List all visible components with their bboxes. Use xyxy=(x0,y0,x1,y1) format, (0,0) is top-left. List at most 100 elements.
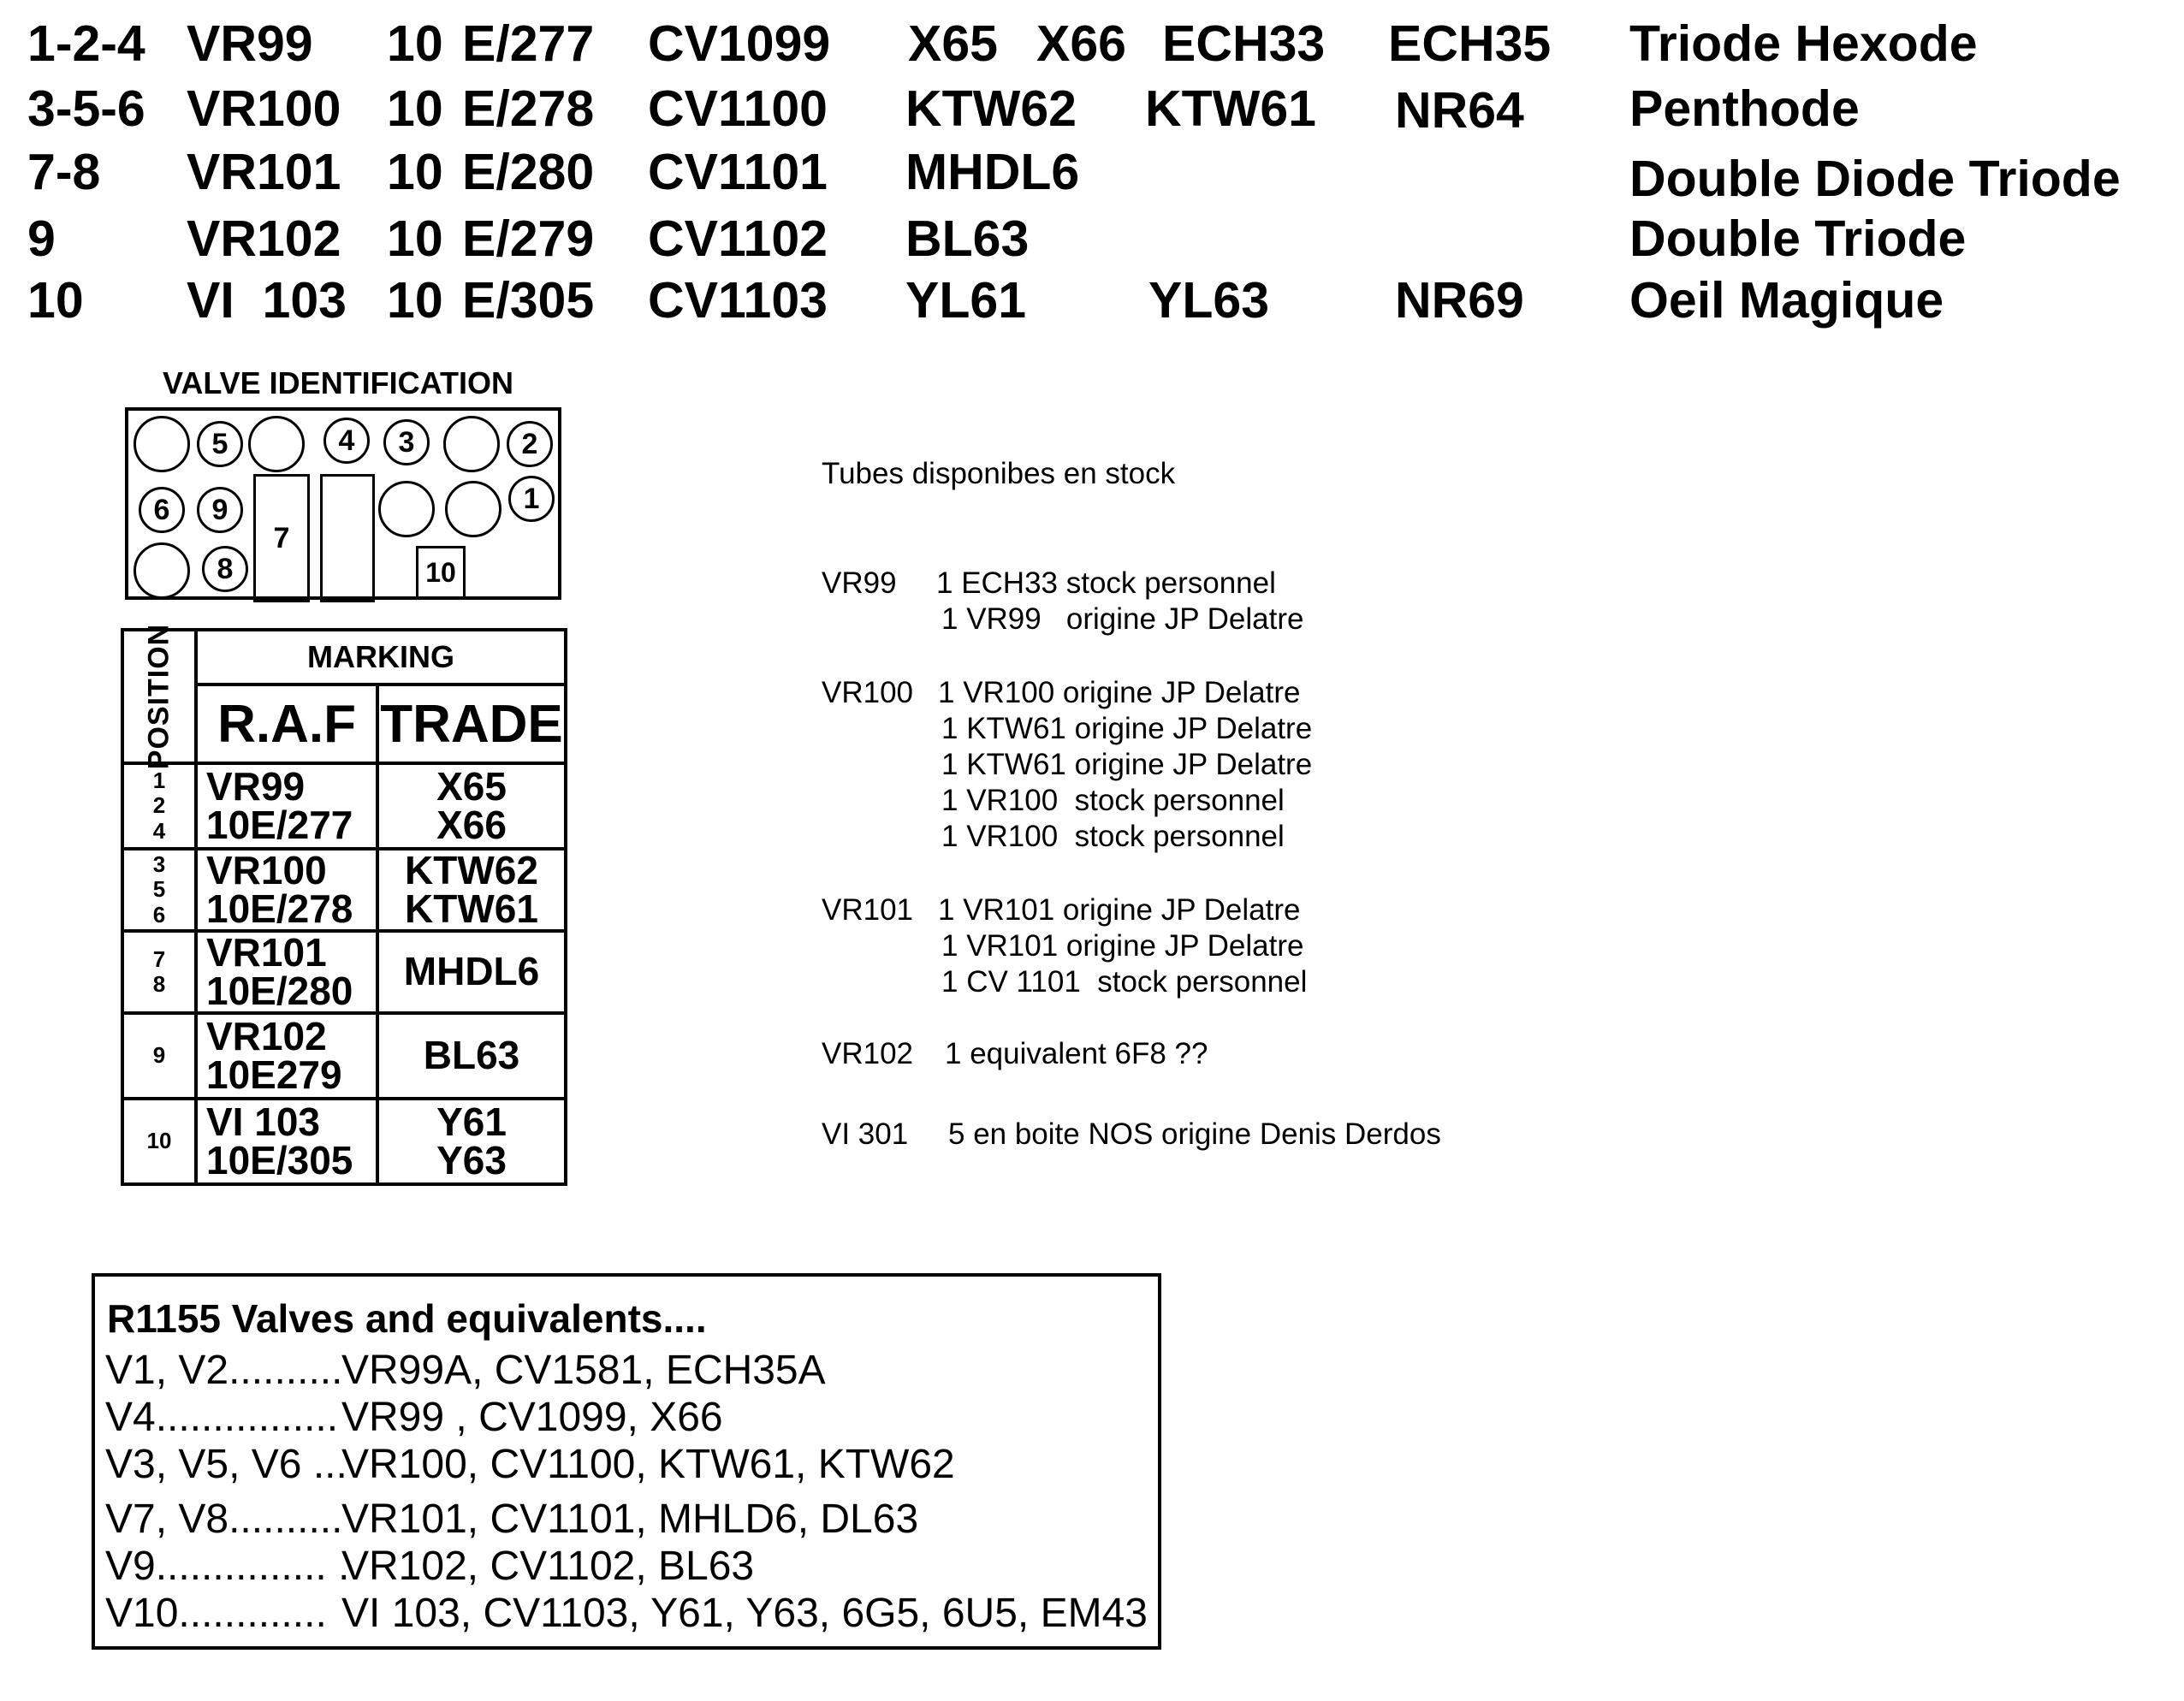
table-row: 1 2 4 VR99 10E/277 X65 X66 xyxy=(121,762,568,850)
stock-line: 1 ECH33 stock personnel xyxy=(936,566,1276,600)
eq-cv: CV1103 xyxy=(648,272,828,329)
valve-socket-empty xyxy=(320,474,375,602)
eq-trade: KTW61 xyxy=(1145,80,1316,137)
valve-socket-4: 4 xyxy=(323,418,370,464)
eq-trade: YL61 xyxy=(905,272,1027,329)
r1155-valves: V10............. xyxy=(105,1591,327,1636)
valve-socket-5: 5 xyxy=(197,421,243,467)
eq-cv: CV1102 xyxy=(648,210,828,267)
r1155-valves: V9............... . xyxy=(105,1544,350,1589)
valve-socket-8: 8 xyxy=(202,546,248,592)
eq-cv: CV1099 xyxy=(648,15,831,72)
raf-cell: VR99 10E/277 xyxy=(194,762,379,850)
r1155-title: R1155 Valves and equivalents.... xyxy=(107,1296,707,1341)
marking-table: POSITION MARKING R.A.F TRADE 1 2 4 VR99 … xyxy=(121,624,568,1186)
table-row: 10 VI 103 10E/305 Y61 Y63 xyxy=(121,1097,568,1186)
valve-socket-9: 9 xyxy=(197,487,243,533)
r1155-valves: V7, V8.......... xyxy=(105,1497,343,1542)
valve-socket-empty xyxy=(443,416,500,472)
eq-vr: VR99 xyxy=(187,15,313,72)
raf-cell: VR101 10E/280 xyxy=(194,929,379,1015)
trade-cell: Y61 Y63 xyxy=(375,1097,568,1186)
eq-vr: VR102 xyxy=(187,210,341,267)
stock-line: 1 VR101 origine JP Delatre xyxy=(938,893,1301,927)
eq-e: E/280 xyxy=(462,144,595,200)
valve-socket-6: 6 xyxy=(139,487,185,533)
trade-cell: X65 X66 xyxy=(375,762,568,850)
eq-type: Oeil Magique xyxy=(1629,272,1944,329)
stock-line: 1 VR99 origine JP Delatre xyxy=(941,602,1304,636)
eq-ten: 10 xyxy=(387,80,443,137)
eq-trade: ECH35 xyxy=(1388,15,1552,72)
eq-e: E/277 xyxy=(462,15,595,72)
stock-title: Tubes disponibes en stock xyxy=(822,457,1176,490)
r1155-equivalents: VR99 , CV1099, X66 xyxy=(341,1395,723,1440)
r1155-equivalents-box: R1155 Valves and equivalents.... V1, V2.… xyxy=(92,1273,1161,1650)
trade-cell: MHDL6 xyxy=(375,929,568,1015)
eq-e: E/305 xyxy=(462,272,595,329)
eq-vr: VI 103 xyxy=(187,272,347,329)
position-header: POSITION xyxy=(121,624,198,769)
table-row: 9 VR102 10E279 BL63 xyxy=(121,1011,568,1100)
eq-ten: 10 xyxy=(387,144,443,200)
eq-trade: NR64 xyxy=(1395,82,1524,139)
valve-layout-diagram: 5 4 3 2 6 9 1 8 7 10 xyxy=(125,407,561,602)
trade-cell: KTW62 KTW61 xyxy=(375,847,568,933)
r1155-equivalents: VR101, CV1101, MHLD6, DL63 xyxy=(341,1497,919,1542)
position-cell: 9 xyxy=(121,1011,198,1100)
raf-header: R.A.F xyxy=(194,683,379,765)
eq-vr: VR100 xyxy=(187,80,341,137)
eq-type: Triode Hexode xyxy=(1629,15,1978,72)
position-cell: 1 2 4 xyxy=(121,762,198,850)
stock-line: 1 VR100 origine JP Delatre xyxy=(938,676,1301,709)
valve-socket-empty xyxy=(134,416,190,472)
position-cell: 10 xyxy=(121,1097,198,1186)
stock-group-label: VR102 xyxy=(822,1037,914,1070)
valve-socket-2: 2 xyxy=(507,421,553,467)
stock-group-label: VI 301 xyxy=(822,1117,909,1151)
stock-line: 1 KTW61 origine JP Delatre xyxy=(941,712,1313,745)
eq-position: 1-2-4 xyxy=(27,15,145,72)
eq-e: E/279 xyxy=(462,210,595,267)
position-cell: 7 8 xyxy=(121,929,198,1015)
eq-trade: MHDL6 xyxy=(905,144,1080,200)
valve-socket-10: 10 xyxy=(416,546,466,599)
stock-line: 1 KTW61 origine JP Delatre xyxy=(941,748,1313,781)
valve-socket-empty xyxy=(248,416,305,472)
table-row: 7 8 VR101 10E/280 MHDL6 xyxy=(121,929,568,1015)
r1155-equivalents: VI 103, CV1103, Y61, Y63, 6G5, 6U5, EM43 xyxy=(341,1591,1148,1636)
trade-header: TRADE xyxy=(375,683,568,765)
stock-line: 1 VR101 origine JP Delatre xyxy=(941,929,1304,963)
eq-position: 7-8 xyxy=(27,144,101,200)
stock-group-label: VR101 xyxy=(822,893,914,927)
stock-line: 1 VR100 stock personnel xyxy=(941,820,1285,853)
eq-trade: KTW62 xyxy=(905,80,1077,137)
table-row: 3 5 6 VR100 10E/278 KTW62 KTW61 xyxy=(121,847,568,933)
eq-vr: VR101 xyxy=(187,144,341,200)
stock-line: 1 CV 1101 stock personnel xyxy=(941,965,1308,999)
eq-position: 10 xyxy=(27,272,84,329)
r1155-valves: V4................ xyxy=(105,1395,339,1440)
valve-identification-title: VALVE IDENTIFICATION xyxy=(163,365,513,400)
eq-type: Penthode xyxy=(1629,80,1860,137)
valve-socket-empty xyxy=(134,542,190,599)
eq-e: E/278 xyxy=(462,80,595,137)
eq-trade: X65 xyxy=(908,15,998,72)
stock-line: 1 VR100 stock personnel xyxy=(941,784,1285,817)
raf-cell: VI 103 10E/305 xyxy=(194,1097,379,1186)
eq-cv: CV1101 xyxy=(648,144,828,200)
eq-position: 3-5-6 xyxy=(27,80,145,137)
raf-cell: VR100 10E/278 xyxy=(194,847,379,933)
eq-type: Double Triode xyxy=(1629,210,1967,267)
stock-group-label: VR99 xyxy=(822,566,897,600)
eq-trade: NR69 xyxy=(1395,272,1524,329)
stock-line: 1 equivalent 6F8 ?? xyxy=(945,1037,1208,1070)
eq-type: Double Diode Triode xyxy=(1629,151,2121,207)
valve-socket-3: 3 xyxy=(383,419,430,465)
r1155-valves: V3, V5, V6 ... xyxy=(105,1442,347,1487)
marking-header: MARKING xyxy=(193,628,568,686)
eq-ten: 10 xyxy=(387,272,443,329)
r1155-equivalents: VR102, CV1102, BL63 xyxy=(341,1544,755,1589)
stock-line: 5 en boite NOS origine Denis Derdos xyxy=(948,1117,1441,1151)
valve-socket-1: 1 xyxy=(508,476,555,522)
